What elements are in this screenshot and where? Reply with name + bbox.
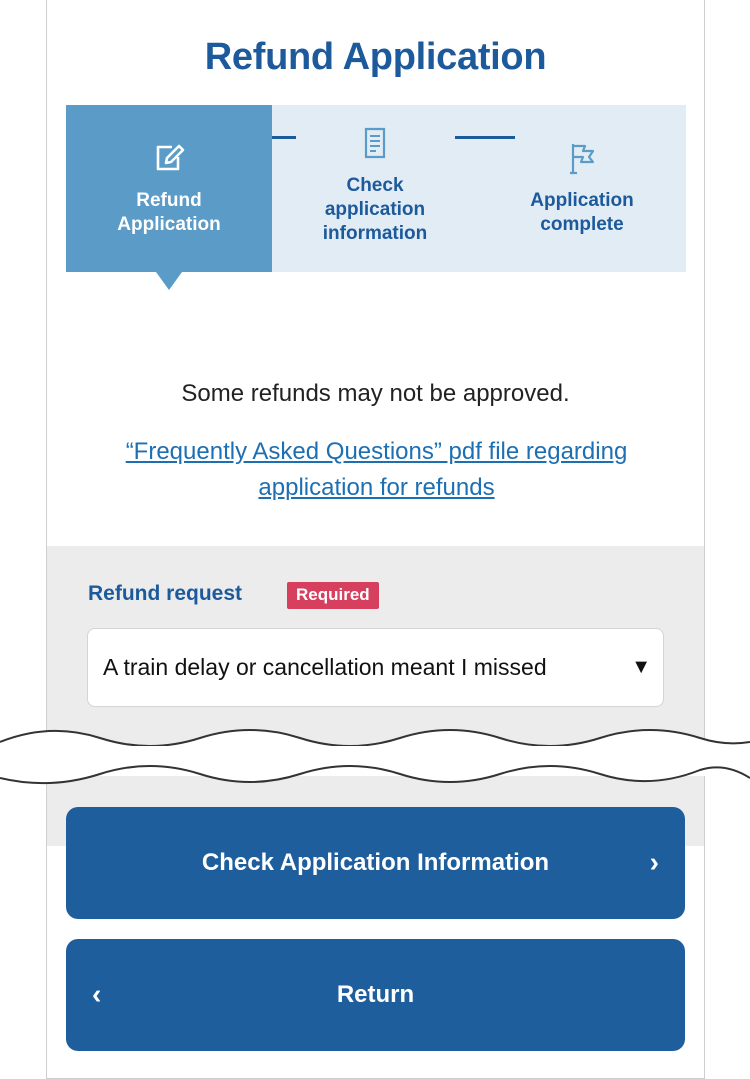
page-title: Refund Application [204,36,547,78]
step-application-complete: Application complete [479,105,685,272]
dropdown-arrow-icon: ▼ [631,656,651,678]
refund-request-select[interactable]: A train delay or cancellation meant I mi… [87,628,664,707]
step-refund-application: Refund Application [66,105,272,272]
flag-icon [570,143,595,174]
select-value: A train delay or cancellation meant I mi… [103,654,547,680]
check-application-label: Check Application Information [201,849,550,876]
document-list-icon [364,127,386,158]
step-label: Check application information [322,174,428,244]
step-check-information: Check application information [272,105,478,272]
chevron-right-icon: › [649,846,659,878]
progress-stepper: Refund Application Check application inf… [66,105,686,272]
edit-icon [156,144,185,170]
chevron-left-icon: ‹ [92,978,102,1010]
step-connector [455,136,515,139]
required-badge: Required [287,582,379,609]
step-label: Refund Application [117,189,221,235]
page-cut-wave [0,754,750,785]
return-label: Return [336,981,415,1008]
step-connector [272,136,296,139]
refund-request-label: Refund request [88,582,243,605]
return-button[interactable]: ‹ Return [66,939,685,1051]
step-label: Application complete [530,189,634,235]
check-application-button[interactable]: Check Application Information › [66,807,685,919]
refund-notice: Some refunds may not be approved. [181,380,570,407]
form-area: Refund request Required A train delay or… [47,546,704,846]
faq-pdf-link[interactable]: “Frequently Asked Questions” pdf file re… [125,438,628,501]
active-step-pointer [156,272,182,290]
